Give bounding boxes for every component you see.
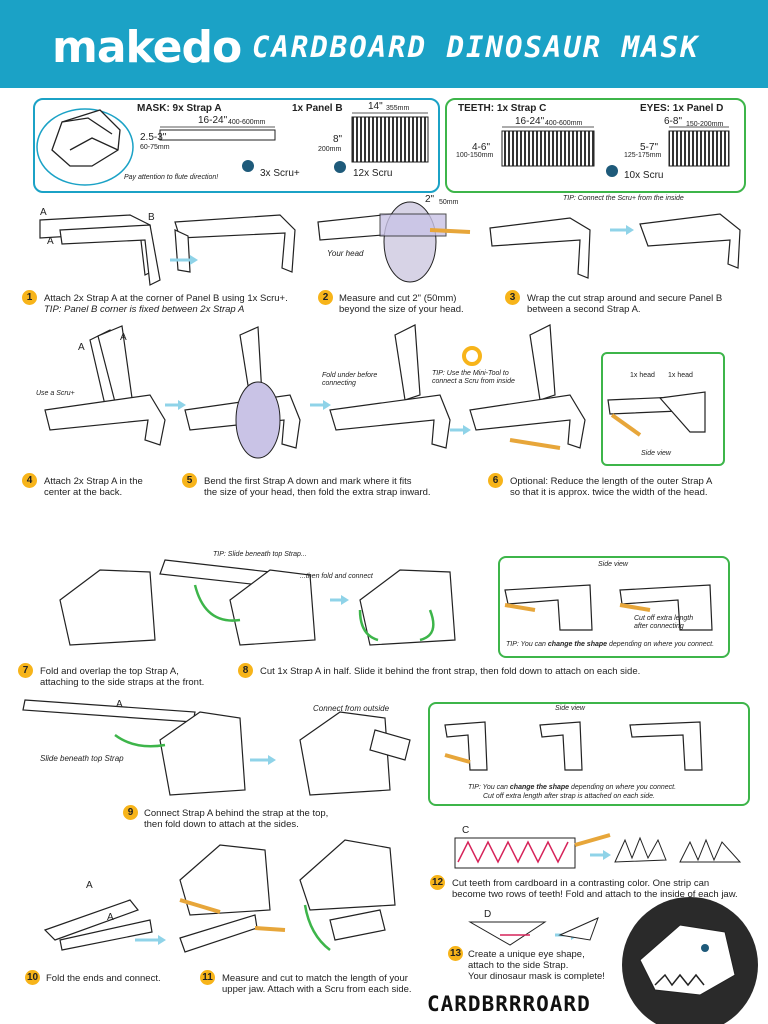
scru-plus-count: 3x Scru+ <box>260 168 300 179</box>
slide-beneath-label: Slide beneath top Strap <box>40 754 124 763</box>
panel-d-width-mm: 125-175mm <box>624 152 662 159</box>
step-badge-3: 3 <box>505 290 520 305</box>
step-badge-5: 5 <box>182 473 197 488</box>
slide-tip: TIP: Slide beneath top Strap... <box>213 551 307 558</box>
step-13-text: Create a unique eye shape,attach to the … <box>468 949 605 982</box>
mask-thumbnail-illustration <box>36 108 134 186</box>
page-title: CARDBOARD DINOSAUR MASK <box>252 30 700 64</box>
step-2-text: Measure and cut 2" (50mm)beyond the size… <box>339 293 464 315</box>
two-inch-label: 2" <box>425 194 435 205</box>
label-a-1: A <box>40 207 47 218</box>
label-a-6: A <box>86 880 93 891</box>
step-11-text: Measure and cut to match the length of y… <box>222 973 412 995</box>
strap-a-length-mm: 400-600mm <box>228 119 266 126</box>
label-a-2: A <box>47 236 54 247</box>
your-head-label: Your head <box>327 249 364 258</box>
step-badge-2: 2 <box>318 290 333 305</box>
panel-b-title: 1x Panel B <box>292 103 343 114</box>
step9-tip-line2: Cut off extra length after strap is atta… <box>483 793 655 800</box>
scru-10-count: 10x Scru <box>624 170 664 181</box>
tip-step3: TIP: Connect the Scru+ from the inside <box>563 195 684 202</box>
label-c: C <box>462 825 470 836</box>
side-view-label-1: Side view <box>641 450 671 457</box>
step-badge-9: 9 <box>123 805 138 820</box>
two-inch-mm-label: 50mm <box>439 199 459 206</box>
makedo-logo: makedo <box>52 22 242 73</box>
side-view-label-3: Side view <box>555 705 585 712</box>
fold-under-label: Fold under before connecting <box>322 372 378 387</box>
header-banner <box>0 0 768 88</box>
mask-title: MASK: 9x Strap A <box>137 103 222 114</box>
step-badge-6: 6 <box>488 473 503 488</box>
cut-off-label: Cut off extra length after connecting <box>634 615 694 630</box>
step-badge-10: 10 <box>25 970 40 985</box>
step9-tip: TIP: You can change the shape depending … <box>468 784 677 791</box>
step-6-text: Optional: Reduce the length of the outer… <box>510 476 713 498</box>
label-a-3: A <box>78 342 85 353</box>
strap-a-width-mm: 60-75mm <box>140 144 170 151</box>
step-badge-11: 11 <box>200 970 215 985</box>
step-1-text: Attach 2x Strap A at the corner of Panel… <box>44 293 288 315</box>
use-scru-label: Use a Scru+ <box>36 390 75 397</box>
step-badge-13: 13 <box>448 946 463 961</box>
panel-b-width-mm: 200mm <box>318 146 342 153</box>
step-12-text: Cut teeth from cardboard in a contrastin… <box>452 878 738 900</box>
step6-tip-box <box>601 352 725 466</box>
cardbrrroard-tagline: CARDBRRROARD <box>427 992 591 1016</box>
teeth-eyes-materials-box <box>445 98 746 193</box>
panel-b-length-mm: 355mm <box>386 105 410 112</box>
label-d: D <box>484 909 492 920</box>
scru-count: 12x Scru <box>353 168 393 179</box>
head-width-label-1: 1x head <box>630 372 655 379</box>
panel-d-length: 6-8" <box>664 116 683 127</box>
strap-c-length-mm: 400-600mm <box>545 120 583 127</box>
step-7-text: Fold and overlap the top Strap A,attachi… <box>40 666 205 688</box>
panel-b-width: 8" <box>333 134 343 145</box>
label-a-4: A <box>120 332 127 343</box>
flute-note: Pay attention to flute direction! <box>124 174 219 181</box>
label-b: B <box>148 212 155 223</box>
eyes-title: EYES: 1x Panel D <box>640 103 724 114</box>
step-badge-1: 1 <box>22 290 37 305</box>
step-10-text: Fold the ends and connect. <box>46 973 161 984</box>
step9-tip-box <box>428 702 750 806</box>
label-a-7: A <box>107 912 114 923</box>
connect-outside-label: Connect from outside <box>313 704 390 713</box>
step-3-text: Wrap the cut strap around and secure Pan… <box>527 293 723 315</box>
strap-c-width-mm: 100-150mm <box>456 152 494 159</box>
strap-a-width: 2.5-3" <box>140 132 167 143</box>
teeth-title: TEETH: 1x Strap C <box>458 103 547 114</box>
mask-materials-box <box>33 98 440 193</box>
step-badge-7: 7 <box>18 663 33 678</box>
step8-tip: TIP: You can change the shape depending … <box>506 641 715 648</box>
strap-c-length: 16-24" <box>515 116 545 127</box>
step-9-text: Connect Strap A behind the strap at the … <box>144 808 329 830</box>
label-a-5: A <box>116 699 123 710</box>
step-8-text: Cut 1x Strap A in half. Slide it behind … <box>260 666 641 677</box>
panel-d-length-mm: 150-200mm <box>686 121 724 128</box>
step-badge-12: 12 <box>430 875 445 890</box>
then-fold-label: ...then fold and connect <box>300 573 373 580</box>
panel-b-length: 14" <box>368 101 383 112</box>
strap-a-length: 16-24" <box>198 115 228 126</box>
side-view-label-2: Side view <box>598 561 628 568</box>
step-5-text: Bend the first Strap A down and mark whe… <box>204 476 431 498</box>
minitool-tip: TIP: Use the Mini-Tool to connect a Scru… <box>432 370 515 385</box>
step8-tip-box <box>498 556 730 658</box>
head-width-label-2: 1x head <box>668 372 693 379</box>
step-badge-8: 8 <box>238 663 253 678</box>
strap-c-width: 4-6" <box>472 142 491 153</box>
panel-d-width: 5-7" <box>640 142 659 153</box>
step-badge-4: 4 <box>22 473 37 488</box>
